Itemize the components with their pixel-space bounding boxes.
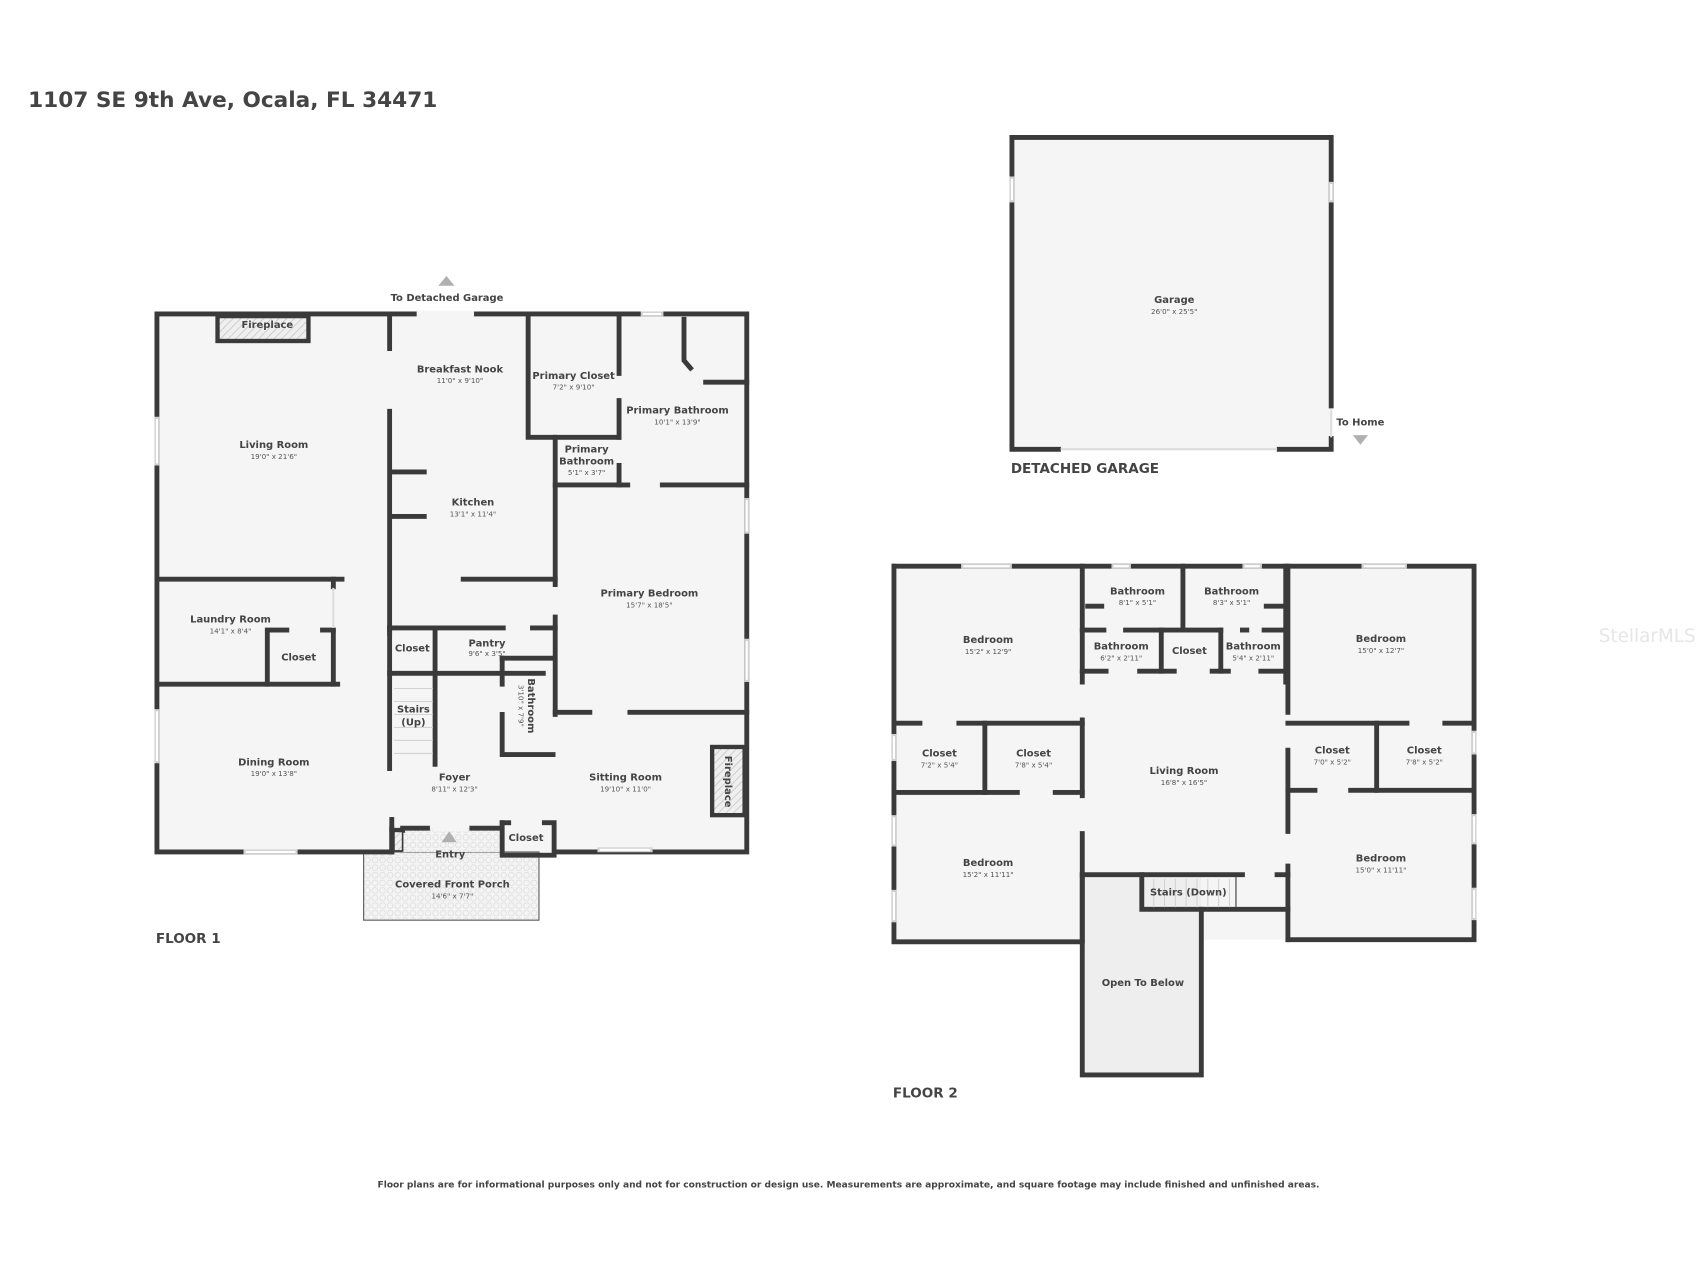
room-bathroom-c: Bathroom <box>1094 642 1149 653</box>
svg-text:13'1" x 11'4": 13'1" x 11'4" <box>450 509 496 518</box>
room-kitchen: Kitchen <box>452 498 495 509</box>
detached-garage-label: DETACHED GARAGE <box>1011 461 1159 477</box>
svg-text:3'10" x 7'9": 3'10" x 7'9" <box>516 685 525 727</box>
room-bathroom-a: Bathroom <box>1110 586 1165 597</box>
svg-text:19'0" x 21'6": 19'0" x 21'6" <box>251 452 297 461</box>
disclaimer-text: Floor plans are for informational purpos… <box>378 1181 1320 1191</box>
svg-text:15'2" x 11'11": 15'2" x 11'11" <box>963 870 1014 879</box>
room-laundry-closet: Closet <box>281 652 316 663</box>
svg-text:8'1" x 5'1": 8'1" x 5'1" <box>1119 598 1156 607</box>
svg-text:7'2" x 5'4": 7'2" x 5'4" <box>921 761 958 770</box>
svg-text:5'4" x 2'11": 5'4" x 2'11" <box>1232 653 1274 662</box>
to-garage-label: To Detached Garage <box>391 293 504 304</box>
svg-text:8'11" x 12'3": 8'11" x 12'3" <box>431 784 477 793</box>
room-open-to-below: Open To Below <box>1102 978 1184 989</box>
svg-text:6'2" x 2'11": 6'2" x 2'11" <box>1100 653 1142 662</box>
room-closet-e1: Closet <box>1315 745 1350 756</box>
room-bedroom-sw: Bedroom <box>963 858 1013 869</box>
svg-text:15'7" x 18'5": 15'7" x 18'5" <box>626 600 672 609</box>
room-bedroom-nw: Bedroom <box>963 635 1013 646</box>
svg-text:15'2" x 12'9": 15'2" x 12'9" <box>965 647 1011 656</box>
room-fireplace-side: Fireplace <box>722 756 733 808</box>
room-pantry: Pantry <box>469 638 506 649</box>
room-covered-front-porch: Covered Front Porch <box>395 880 510 891</box>
svg-text:9'6" x 3'5": 9'6" x 3'5" <box>468 649 505 658</box>
svg-text:15'0" x 11'11": 15'0" x 11'11" <box>1356 866 1407 875</box>
arrow-down-icon <box>1352 435 1368 445</box>
porch-tile-area <box>363 851 540 921</box>
floor-2-label: FLOOR 2 <box>893 1086 958 1102</box>
svg-text:15'0" x 12'7": 15'0" x 12'7" <box>1358 646 1404 655</box>
arrow-up-icon <box>438 276 455 286</box>
svg-text:5'1" x 3'7": 5'1" x 3'7" <box>568 468 605 477</box>
svg-text:Fireplace: Fireplace <box>722 756 733 808</box>
room-bathroom-d: Bathroom <box>1226 642 1281 653</box>
watermark-logo: StellarMLS <box>1599 626 1696 647</box>
room-hall-closet: Closet <box>395 644 430 655</box>
svg-text:Bathroom: Bathroom <box>525 678 536 733</box>
svg-text:(Up): (Up) <box>401 717 425 728</box>
room-bathroom-b: Bathroom <box>1204 586 1259 597</box>
room-living-room: Living Room <box>239 440 308 451</box>
room-living-room-2: Living Room <box>1150 766 1219 777</box>
room-dining-room: Dining Room <box>238 757 309 768</box>
entry-arrow-icon <box>441 831 457 843</box>
svg-text:Bathroom: Bathroom <box>559 456 614 467</box>
svg-text:19'10" x 11'0": 19'10" x 11'0" <box>600 784 651 793</box>
room-primary-bathroom-small: Primary <box>565 445 610 456</box>
room-bedroom-se: Bedroom <box>1356 854 1406 865</box>
room-entry-closet: Closet <box>509 833 544 844</box>
room-primary-bedroom: Primary Bedroom <box>600 588 698 599</box>
room-laundry-room: Laundry Room <box>190 614 271 625</box>
svg-text:8'3" x 5'1": 8'3" x 5'1" <box>1213 598 1250 607</box>
room-sitting-room: Sitting Room <box>589 773 662 784</box>
room-stairs-up: Stairs <box>397 704 430 715</box>
svg-text:14'6" x 7'7": 14'6" x 7'7" <box>431 892 473 901</box>
svg-text:10'1" x 13'9": 10'1" x 13'9" <box>654 417 700 426</box>
svg-text:16'8" x 16'5": 16'8" x 16'5" <box>1161 778 1207 787</box>
svg-text:26'0" x 25'5": 26'0" x 25'5" <box>1151 307 1197 316</box>
room-bedroom-ne: Bedroom <box>1356 634 1406 645</box>
room-closet-w2: Closet <box>1016 749 1051 760</box>
room-foyer: Foyer <box>439 773 470 784</box>
room-primary-bathroom: Primary Bathroom <box>626 406 729 417</box>
room-bathroom: Bathroom 3'10" x 7'9" <box>516 678 536 733</box>
entry-label: Entry <box>435 849 466 860</box>
floor-1-label: FLOOR 1 <box>156 931 221 947</box>
detached-garage-plan: Garage 26'0" x 25'5" To Home DETACHED GA… <box>1009 135 1385 477</box>
svg-text:19'0" x 13'8": 19'0" x 13'8" <box>251 769 297 778</box>
floor-2-plan: Bedroom 15'2" x 12'9" Bathroom 8'1" x 5'… <box>891 563 1477 1102</box>
to-home-label: To Home <box>1336 417 1384 428</box>
fireplace-label: Fireplace <box>241 320 293 331</box>
room-stairs-down: Stairs (Down) <box>1150 887 1227 898</box>
room-center-closet: Closet <box>1172 646 1207 657</box>
room-garage: Garage <box>1154 295 1195 306</box>
property-address: 1107 SE 9th Ave, Ocala, FL 34471 <box>28 88 437 113</box>
room-breakfast-nook: Breakfast Nook <box>417 364 504 375</box>
svg-text:7'0" x 5'2": 7'0" x 5'2" <box>1314 757 1351 766</box>
room-closet-e2: Closet <box>1407 745 1442 756</box>
svg-text:7'2" x 9'10": 7'2" x 9'10" <box>553 383 595 392</box>
floor-1-plan: To Detached Garage Fireplace <box>154 276 750 947</box>
svg-text:7'8" x 5'2": 7'8" x 5'2" <box>1406 757 1443 766</box>
svg-text:14'1" x 8'4": 14'1" x 8'4" <box>210 626 252 635</box>
room-closet-w1: Closet <box>922 749 957 760</box>
svg-text:11'0" x 9'10": 11'0" x 9'10" <box>437 376 483 385</box>
svg-text:7'8" x 5'4": 7'8" x 5'4" <box>1015 761 1052 770</box>
room-primary-closet: Primary Closet <box>532 371 615 382</box>
